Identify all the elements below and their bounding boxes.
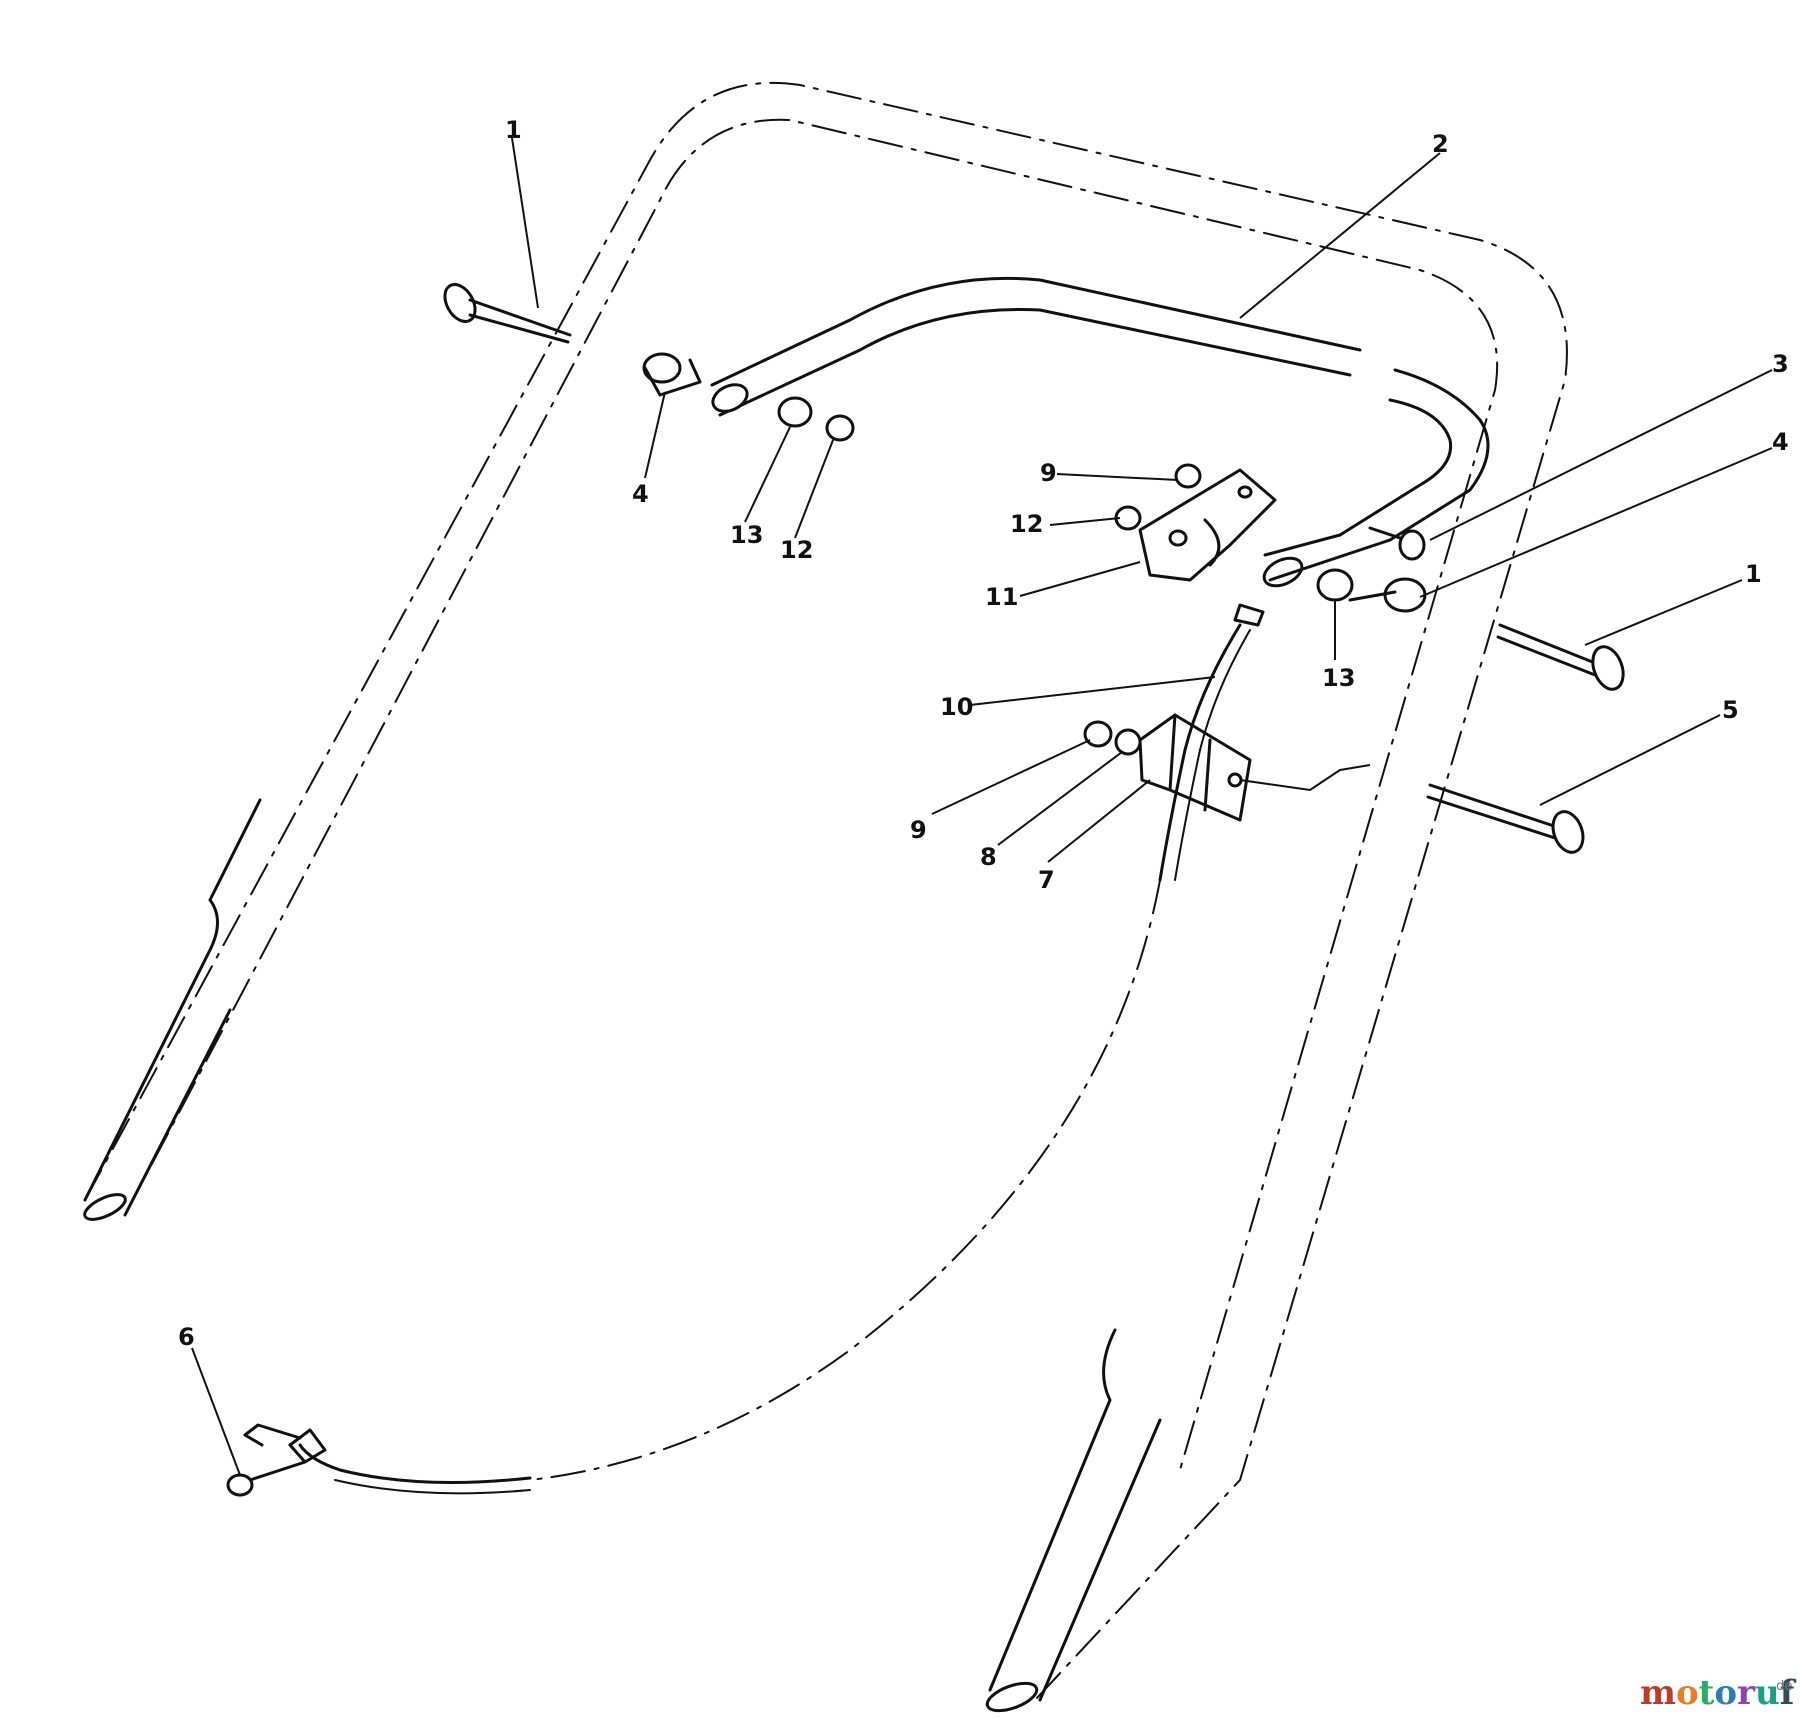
wm-letter: m xyxy=(1640,1673,1676,1713)
bushing-left xyxy=(777,396,813,428)
svg-text:motoruf: motoruf xyxy=(1640,1673,1797,1713)
nut-lower xyxy=(1083,720,1113,748)
callout-12-left: 12 xyxy=(780,536,813,564)
bracket xyxy=(1138,468,1277,582)
handle-tube-left-end xyxy=(83,798,262,1221)
wm-letter: f xyxy=(1780,1673,1797,1713)
watermark-suffix: .de xyxy=(1772,1679,1792,1694)
control-bail xyxy=(710,276,1490,588)
leader-lines xyxy=(191,137,1773,1476)
callout-4-right: 4 xyxy=(1772,428,1789,456)
wm-letter: u xyxy=(1755,1673,1780,1713)
handle-tube-right-end xyxy=(985,1328,1162,1713)
callout-5: 5 xyxy=(1722,696,1739,724)
callout-11: 11 xyxy=(985,583,1018,611)
locknut-left xyxy=(825,414,855,442)
screw xyxy=(1368,526,1426,561)
watermark-logo: motoruf .de xyxy=(1640,1673,1797,1713)
bolt-left xyxy=(443,283,572,344)
callout-9-upper: 9 xyxy=(1040,459,1057,487)
wm-letter: o xyxy=(1676,1673,1699,1713)
nut-upper xyxy=(1174,463,1202,489)
callout-10: 10 xyxy=(940,693,973,721)
bolt-lower-right xyxy=(1426,783,1585,854)
callout-labels: 1 2 3 4 4 1 5 6 7 8 9 9 10 11 12 12 13 1… xyxy=(178,116,1789,1351)
control-cable-lower xyxy=(226,1423,532,1497)
bolt-right xyxy=(1496,623,1625,691)
spacer-right xyxy=(1348,577,1427,613)
callout-1-upper-left: 1 xyxy=(505,116,522,144)
wm-letter: o xyxy=(1714,1673,1737,1713)
washer xyxy=(1114,728,1142,756)
spacer-left xyxy=(642,352,702,397)
callout-13-right: 13 xyxy=(1322,664,1355,692)
bushing-right xyxy=(1316,568,1354,602)
callout-1-right: 1 xyxy=(1745,560,1762,588)
callout-13-left: 13 xyxy=(730,521,763,549)
callout-9-lower: 9 xyxy=(910,816,927,844)
callout-7: 7 xyxy=(1038,866,1055,894)
callout-4-left: 4 xyxy=(632,480,649,508)
callout-3: 3 xyxy=(1772,350,1789,378)
control-cable-upper xyxy=(529,603,1265,1481)
callout-12-mid: 12 xyxy=(1010,510,1043,538)
wm-letter: t xyxy=(1699,1673,1715,1713)
callout-6: 6 xyxy=(178,1323,195,1351)
callout-8: 8 xyxy=(980,843,997,871)
handle-phantom-outline xyxy=(84,81,1568,1701)
wm-letter: r xyxy=(1737,1673,1756,1713)
cable-clamp xyxy=(1138,713,1371,822)
callout-2: 2 xyxy=(1432,130,1449,158)
